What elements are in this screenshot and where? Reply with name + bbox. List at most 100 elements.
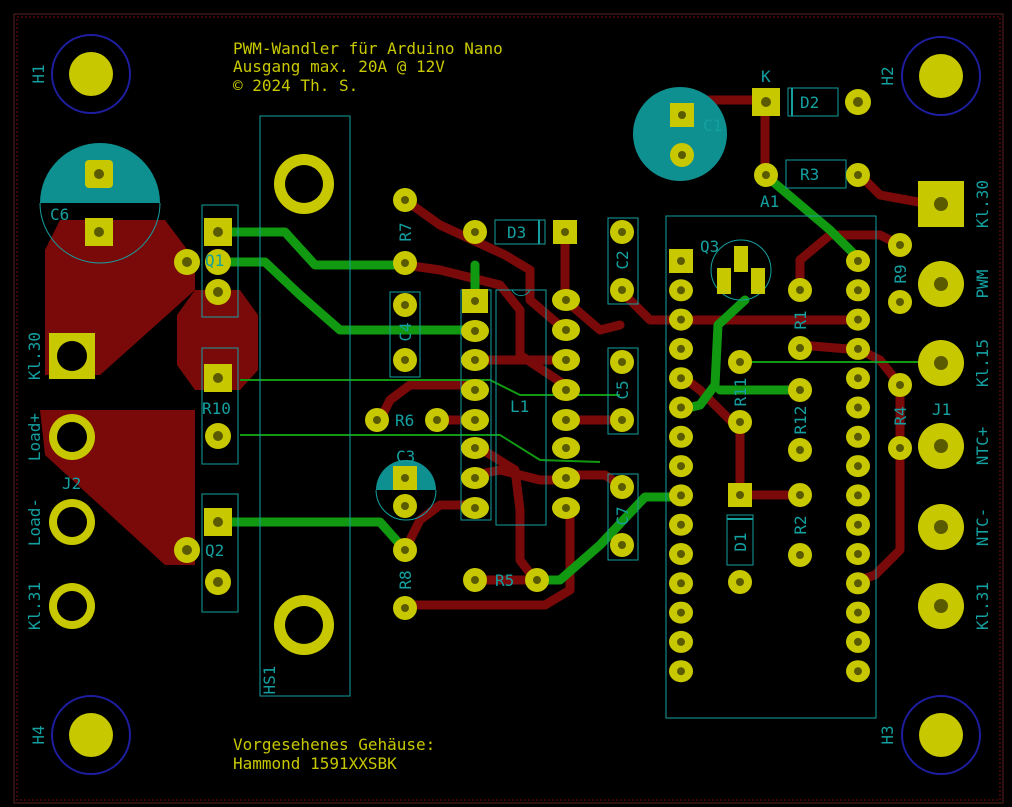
nano-pin-hole xyxy=(677,462,685,471)
component-label: R10 xyxy=(202,399,231,418)
connector-label: PWM xyxy=(973,270,992,299)
ic-dip12[interactable] xyxy=(552,289,580,519)
arduino-nano-a1[interactable] xyxy=(665,215,877,719)
transistor-q3[interactable]: Q3 xyxy=(700,237,772,301)
connector-load-plus[interactable]: Load+ xyxy=(25,413,95,461)
housing-line-2: Hammond 1591XXSBK xyxy=(233,754,397,773)
resistor-r8[interactable]: R8 xyxy=(393,538,417,620)
resistor-r3[interactable]: R3 xyxy=(754,159,870,189)
board-outline xyxy=(16,16,1001,801)
connector-j2-label: J2 xyxy=(62,474,81,493)
nano-left-pins xyxy=(669,249,693,273)
connector-ntc-minus[interactable]: NTC- xyxy=(918,504,992,550)
nano-pin-hole xyxy=(677,520,685,529)
nano-pin-hole xyxy=(677,344,685,353)
connector-pwm[interactable]: PWM xyxy=(918,261,992,307)
component-label: R5 xyxy=(495,571,514,590)
resistor-r10[interactable]: R10 xyxy=(201,347,239,465)
resistor-r1[interactable]: R1 xyxy=(788,278,812,360)
nano-pin-hole xyxy=(677,403,685,412)
component-label: R2 xyxy=(791,515,810,534)
connector-label: Kl.31 xyxy=(973,582,992,630)
nano-pin-hole xyxy=(854,374,862,383)
diode-d3[interactable]: D3 xyxy=(463,219,577,245)
inductor-l1[interactable]: L1 xyxy=(495,289,547,526)
component-label: C1 xyxy=(703,116,722,135)
diode-d1[interactable]: D1 xyxy=(726,483,754,594)
capacitor-c3[interactable]: C3 xyxy=(375,447,437,521)
nano-pin-hole xyxy=(854,344,862,353)
nano-pin-hole xyxy=(677,579,685,588)
resistor-r11[interactable]: R11 xyxy=(728,350,752,434)
diode-d2[interactable]: K D2 xyxy=(752,67,871,117)
mounting-hole-label: H4 xyxy=(29,725,48,744)
nano-pin-hole xyxy=(854,550,862,558)
capacitor-c6[interactable]: C6 xyxy=(39,143,161,264)
nano-pin-rows xyxy=(669,250,870,683)
heatsink-hs1[interactable]: HS1 xyxy=(259,115,351,697)
connector-label: Kl.31 xyxy=(25,582,44,630)
capacitor-c7[interactable]: C7 xyxy=(607,473,639,561)
connector-label: Load+ xyxy=(25,413,44,461)
capacitor-c5[interactable]: C5 xyxy=(607,347,639,435)
connector-kl30-left[interactable]: Kl.30 xyxy=(25,332,95,380)
mounting-hole-h1[interactable]: H1 xyxy=(29,34,131,114)
transistor-q2[interactable]: Q2 xyxy=(174,493,239,613)
resistor-r5[interactable]: R5 xyxy=(463,568,549,592)
component-label: R7 xyxy=(396,222,415,241)
capacitor-c4[interactable]: C4 xyxy=(389,291,421,378)
nano-pin-hole xyxy=(677,315,685,324)
connector-kl31-right[interactable]: Kl.31 xyxy=(918,582,992,630)
resistor-r6[interactable]: R6 xyxy=(365,408,449,432)
component-label: D2 xyxy=(800,93,819,112)
nano-pin-hole xyxy=(854,432,862,441)
mounting-hole-h2[interactable]: H2 xyxy=(878,36,981,116)
capacitor-c1[interactable]: C1 xyxy=(633,87,727,181)
housing-line-1: Vorgesehenes Gehäuse: xyxy=(233,735,435,754)
resistor-r7[interactable]: R7 xyxy=(393,188,417,275)
nano-pin-hole xyxy=(854,462,862,471)
component-label: C4 xyxy=(396,322,415,341)
component-label: R4 xyxy=(891,406,910,425)
nano-pin-hole xyxy=(677,432,685,441)
component-label: Q2 xyxy=(205,541,224,560)
component-label: C3 xyxy=(396,447,415,466)
back-copper-traces xyxy=(213,170,865,585)
connector-ntc-plus[interactable]: NTC+ xyxy=(918,423,992,469)
mounting-hole-h3[interactable]: H3 xyxy=(878,695,981,775)
component-label: R9 xyxy=(891,264,910,283)
connector-j1-label: J1 xyxy=(932,400,951,419)
nano-pin-hole xyxy=(854,579,862,588)
connector-kl30-right[interactable]: Kl.30 xyxy=(918,180,992,228)
board-title-line-2: Ausgang max. 20A @ 12V xyxy=(233,57,445,76)
nano-pin-hole xyxy=(854,315,862,324)
connector-kl31-left[interactable]: Kl.31 xyxy=(25,582,95,630)
ic-dip8[interactable] xyxy=(460,289,492,521)
nano-pin-hole xyxy=(677,286,685,295)
module-a1-label: A1 xyxy=(760,192,779,211)
component-label: C5 xyxy=(613,380,632,399)
nano-pin-hole xyxy=(854,608,862,617)
nano-pin-hole xyxy=(854,520,862,529)
transistor-q1[interactable]: Q1 xyxy=(174,204,239,318)
resistor-r12[interactable]: R12 xyxy=(788,378,812,462)
connector-label: Kl.30 xyxy=(25,332,44,380)
nano-pin-hole xyxy=(854,286,862,295)
nano-pin-hole xyxy=(677,374,685,383)
component-label: HS1 xyxy=(260,666,279,695)
resistor-r4[interactable]: R4 xyxy=(888,373,912,460)
connector-label: Kl.15 xyxy=(973,339,992,387)
connector-label: NTC+ xyxy=(973,427,992,466)
component-label: R3 xyxy=(800,165,819,184)
connector-kl15[interactable]: Kl.15 xyxy=(918,339,992,387)
resistor-r9[interactable]: R9 xyxy=(888,233,912,314)
capacitor-c2[interactable]: C2 xyxy=(607,217,639,305)
mounting-hole-label: H1 xyxy=(29,64,48,83)
resistor-r2[interactable]: R2 xyxy=(788,483,812,567)
mounting-hole-h4[interactable]: H4 xyxy=(29,695,131,775)
connector-load-minus[interactable]: Load- xyxy=(25,498,95,546)
board-outline-inner xyxy=(13,13,1004,804)
component-label: C2 xyxy=(613,250,632,269)
nano-pin-hole xyxy=(677,550,685,558)
